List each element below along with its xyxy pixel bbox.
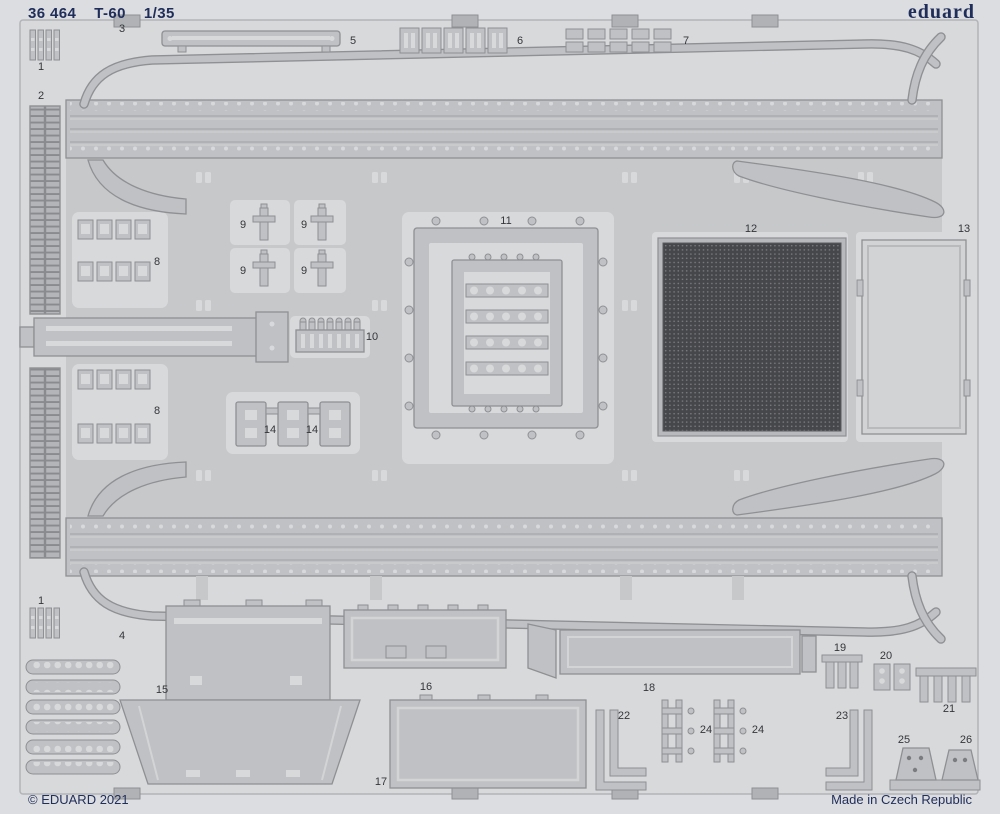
part-number-11: 11 xyxy=(500,215,512,227)
part-number-1: 1 xyxy=(37,595,45,607)
part6-units xyxy=(399,27,508,54)
part-number-23: 23 xyxy=(835,710,849,722)
part16-panel xyxy=(343,604,507,669)
part8-clusters xyxy=(77,219,151,444)
part1-strips xyxy=(29,29,60,639)
part-number-12: 12 xyxy=(744,223,758,235)
part-number-9: 9 xyxy=(239,265,247,277)
part-number-7: 7 xyxy=(682,35,690,47)
part-number-25: 25 xyxy=(897,734,911,746)
part-number-26: 26 xyxy=(959,734,973,746)
part-number-8: 8 xyxy=(153,405,161,417)
part-number-9: 9 xyxy=(239,219,247,231)
part24-ladders xyxy=(661,699,747,763)
part5-strip xyxy=(161,30,341,53)
part-number-22: 22 xyxy=(617,710,631,722)
made-in-text: Made in Czech Republic xyxy=(831,792,972,807)
part-number-5: 5 xyxy=(349,35,357,47)
part-number-15: 15 xyxy=(155,684,169,696)
track-strips xyxy=(29,105,61,559)
product-name: T-60 xyxy=(94,5,126,22)
part20-units xyxy=(873,663,911,691)
sheet-title: 36 464 T-60 1/35 xyxy=(28,5,193,22)
part14-units xyxy=(235,401,351,447)
part-number-17: 17 xyxy=(374,776,388,788)
sprue-stubs xyxy=(196,576,744,600)
fender-end-shapes xyxy=(87,159,945,517)
part25-26-wedges xyxy=(889,747,981,791)
left-beam xyxy=(19,311,289,363)
part-number-24: 24 xyxy=(699,724,713,736)
part22-angles xyxy=(595,709,647,791)
fender-band-top xyxy=(65,99,943,159)
part19-comb xyxy=(821,654,863,689)
part11-frame-assembly xyxy=(404,216,608,440)
part-number-6: 6 xyxy=(516,35,524,47)
part18-panel xyxy=(527,623,817,679)
part-number-18: 18 xyxy=(642,682,656,694)
part-number-14: 14 xyxy=(263,424,277,436)
part-number-14: 14 xyxy=(305,424,319,436)
part23-angles xyxy=(825,709,873,791)
part17-panel xyxy=(389,694,587,789)
part13-panel xyxy=(856,239,971,435)
part-number-3: 3 xyxy=(118,23,126,35)
part10-comb xyxy=(295,317,365,353)
brand-logo: eduard xyxy=(907,1,975,23)
part-number-2: 2 xyxy=(37,90,45,102)
part-number-19: 19 xyxy=(833,642,847,654)
rivet-chains xyxy=(25,659,121,775)
part7-units xyxy=(565,28,672,53)
fender-band-bottom xyxy=(65,517,943,577)
part-number-8: 8 xyxy=(153,256,161,268)
part-number-21: 21 xyxy=(942,703,956,715)
part-number-13: 13 xyxy=(957,223,971,235)
part9-brackets xyxy=(252,203,334,287)
part-number-9: 9 xyxy=(300,219,308,231)
product-scale: 1/35 xyxy=(143,5,175,22)
part-number-9: 9 xyxy=(300,265,308,277)
part-number-1: 1 xyxy=(37,61,45,73)
product-code: 36 464 xyxy=(28,5,77,22)
part21-comb xyxy=(915,667,977,703)
part15-panel xyxy=(119,599,361,785)
curved-strips xyxy=(79,32,946,644)
copyright-text: © EDUARD 2021 xyxy=(28,792,129,807)
part12-mesh-grille xyxy=(657,237,847,437)
part-number-16: 16 xyxy=(419,681,433,693)
part-number-10: 10 xyxy=(365,331,379,343)
part-number-4: 4 xyxy=(118,630,126,642)
part-number-24: 24 xyxy=(751,724,765,736)
part-number-20: 20 xyxy=(879,650,893,662)
